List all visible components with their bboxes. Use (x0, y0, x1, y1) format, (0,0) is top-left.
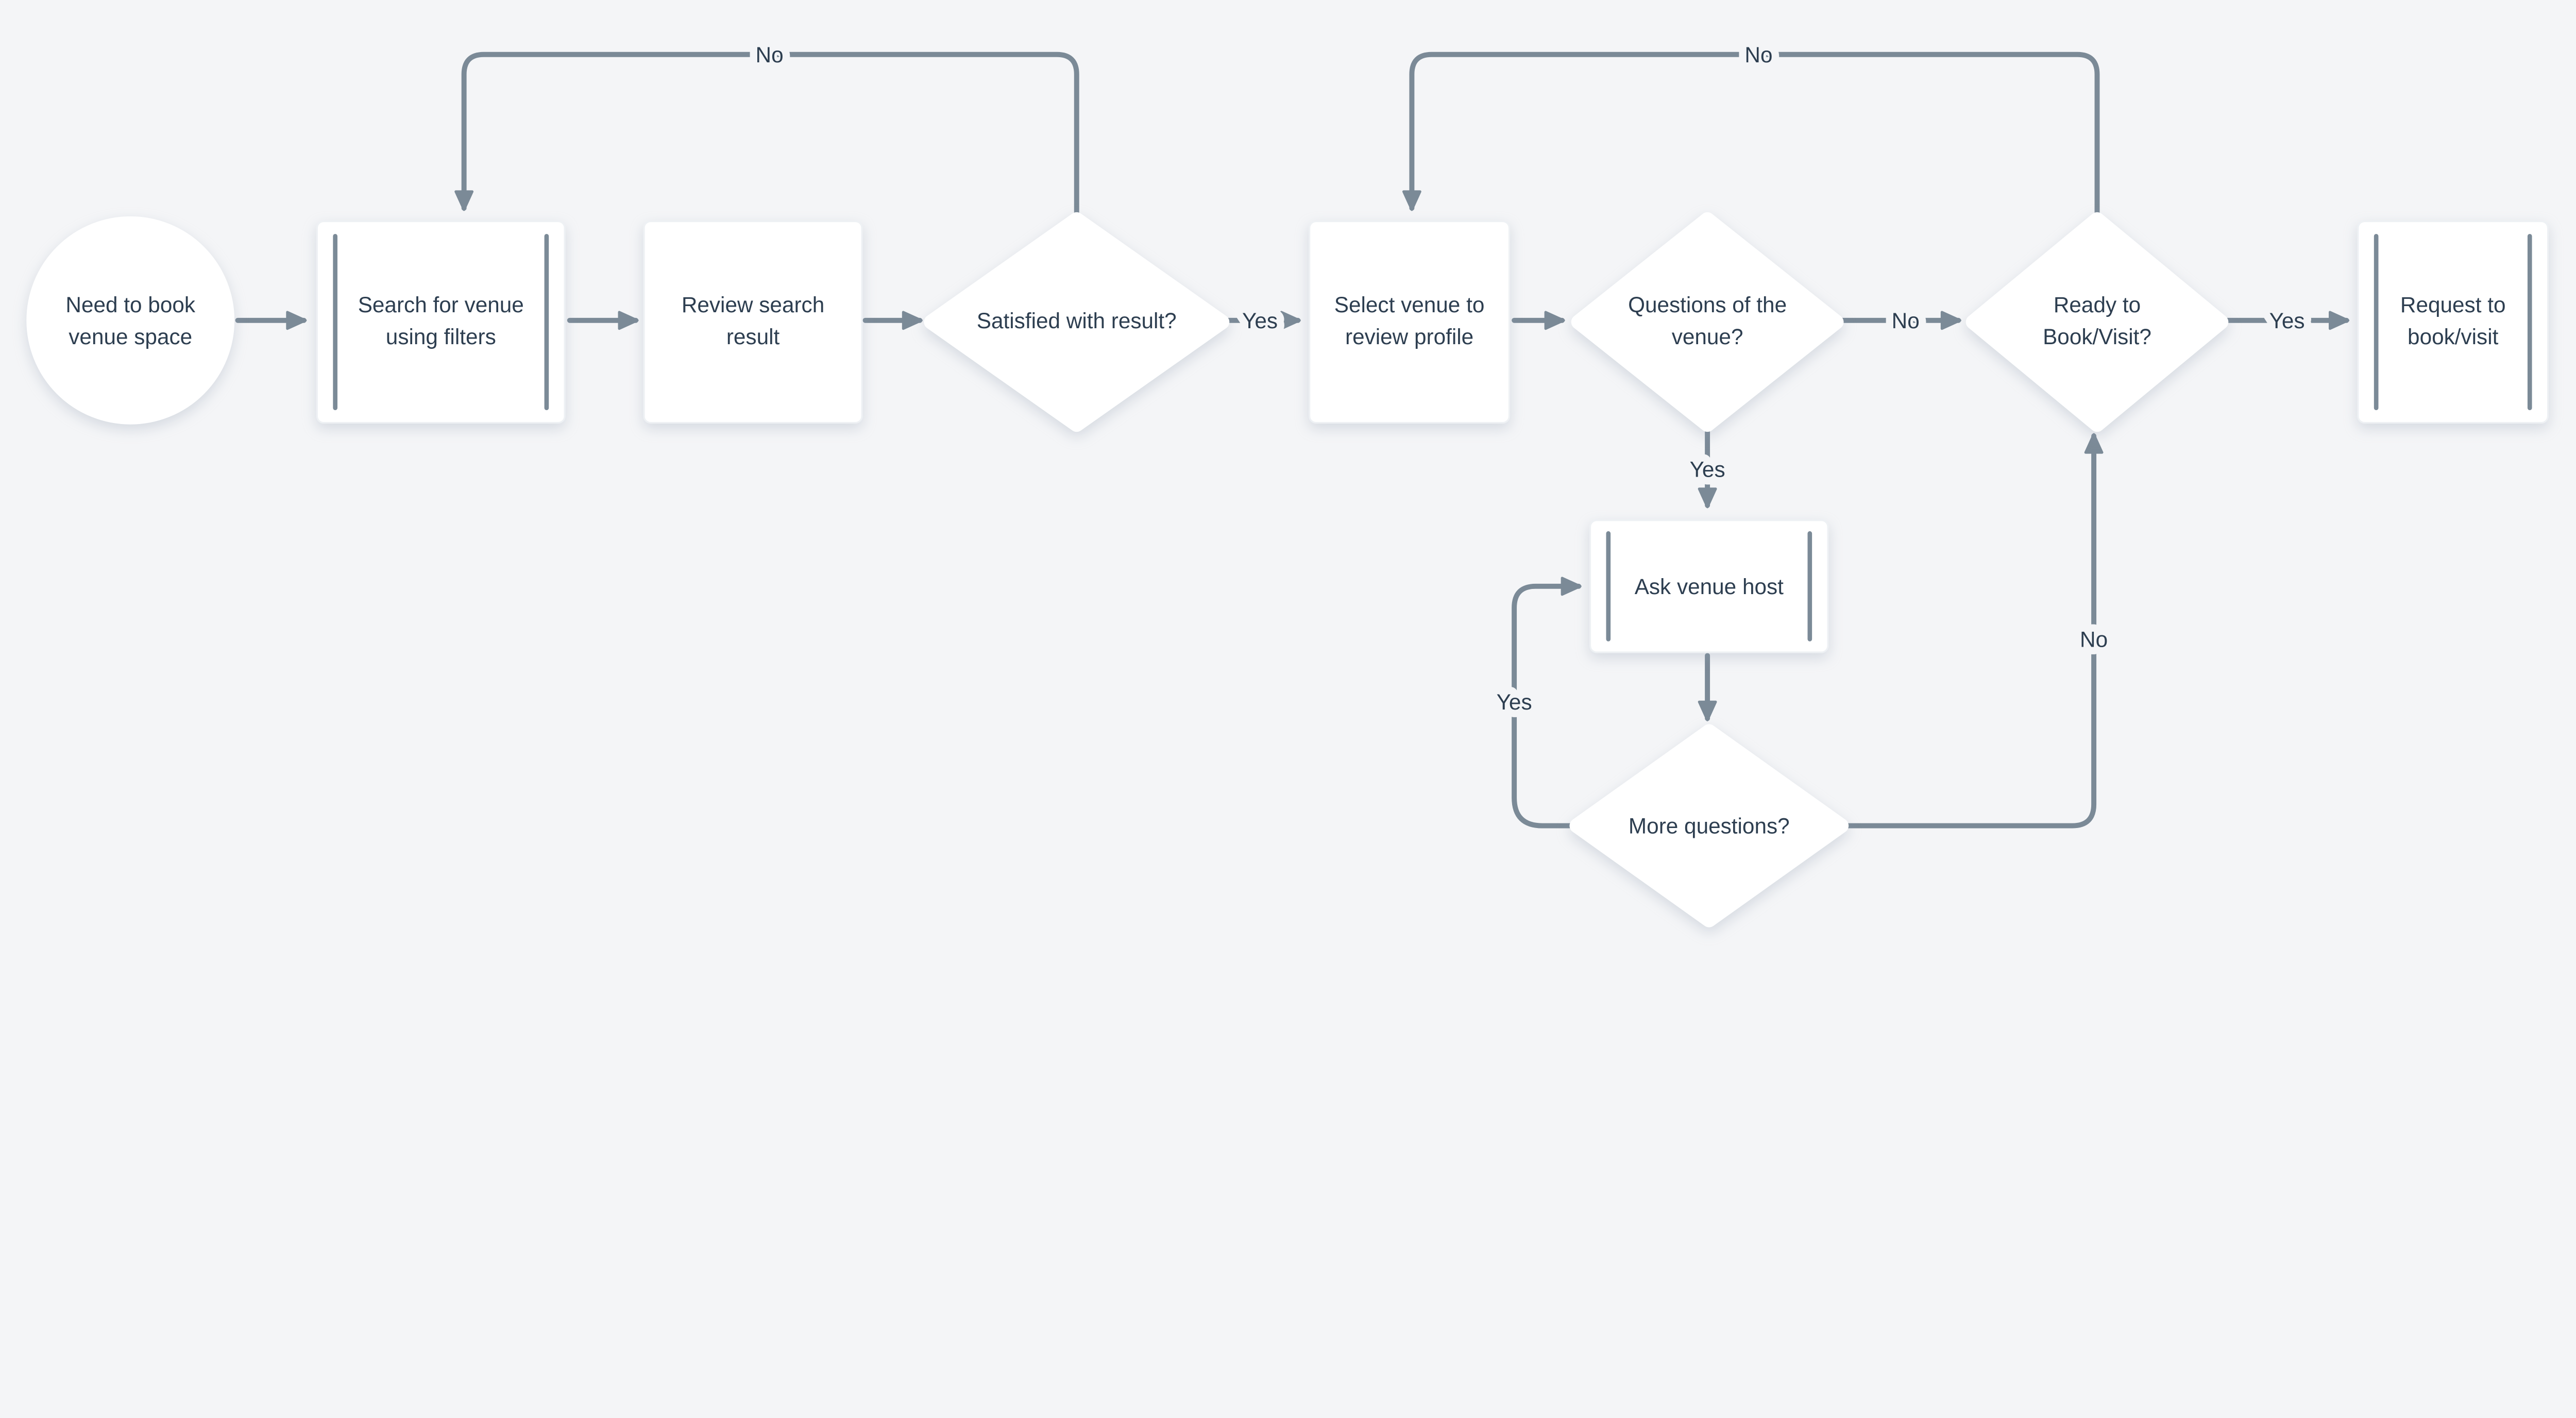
decision-diamond-shape (1569, 724, 1849, 927)
node-select-venue[interactable]: Select venue to review profile (1309, 220, 1511, 424)
node-label: Select venue to (1334, 293, 1485, 317)
decision-diamond-shape (1571, 212, 1844, 432)
node-label: More questions? (1629, 814, 1790, 838)
nodes-layer: Need to book venue space Search for venu… (26, 212, 2549, 927)
decision-diamond-shape (924, 212, 1230, 432)
node-label: Ask venue host (1635, 575, 1784, 599)
edge-label-satisfied-no: No (756, 43, 784, 67)
process-box-shape (2357, 220, 2549, 424)
edge-label-questions-yes: Yes (1690, 457, 1725, 481)
node-satisfied-decision[interactable]: Satisfied with result? (924, 212, 1230, 432)
edge-label-ready-yes: Yes (2269, 309, 2305, 333)
process-box-shape (1589, 519, 1829, 653)
edge-label-satisfied-yes: Yes (1242, 309, 1278, 333)
node-label: using filters (386, 325, 496, 349)
edge-label-more-yes: Yes (1497, 690, 1532, 714)
node-review-search-result[interactable]: Review search result (643, 220, 863, 424)
edge-more-yes-loop (1512, 577, 1582, 829)
node-ask-venue-host[interactable]: Ask venue host (1589, 519, 1829, 653)
edge-label-questions-no: No (1892, 309, 1920, 333)
node-label: Need to book (65, 293, 195, 317)
edge-label-more-no: No (2080, 627, 2108, 651)
node-label: venue space (69, 325, 192, 349)
decision-diamond-shape (1965, 212, 2229, 432)
process-box-shape (643, 220, 863, 424)
edge-label-ready-no: No (1744, 43, 1772, 67)
node-label: Review search (682, 293, 824, 317)
edge-satisfied-no-loop (454, 52, 1079, 219)
node-label: Search for venue (358, 293, 524, 317)
flowchart-svg: Need to book venue space Search for venu… (26, 42, 2549, 927)
node-label: Book/Visit? (2043, 325, 2151, 349)
node-label: Request to (2400, 293, 2506, 317)
node-label: venue? (1672, 325, 1743, 349)
edges-layer (235, 52, 2350, 829)
node-label: review profile (1345, 325, 1473, 349)
node-more-questions-decision[interactable]: More questions? (1569, 724, 1849, 927)
node-label: Ready to (2054, 293, 2141, 317)
node-label: result (726, 325, 780, 349)
node-label: book/visit (2408, 325, 2499, 349)
node-start-event[interactable]: Need to book venue space (26, 216, 235, 425)
edge-ready-no-loop (1402, 52, 2100, 219)
edge-more-no-to-ready (1838, 433, 2104, 829)
node-ready-decision[interactable]: Ready to Book/Visit? (1965, 212, 2229, 432)
node-request-to-book[interactable]: Request to book/visit (2357, 220, 2549, 424)
node-label: Satisfied with result? (977, 309, 1177, 333)
node-questions-decision[interactable]: Questions of the venue? (1571, 212, 1844, 432)
process-box-shape (1309, 220, 1511, 424)
node-search-for-venue[interactable]: Search for venue using filters (316, 220, 566, 424)
node-label: Questions of the (1628, 293, 1787, 317)
process-box-shape (316, 220, 566, 424)
start-ellipse-shape (26, 216, 235, 425)
